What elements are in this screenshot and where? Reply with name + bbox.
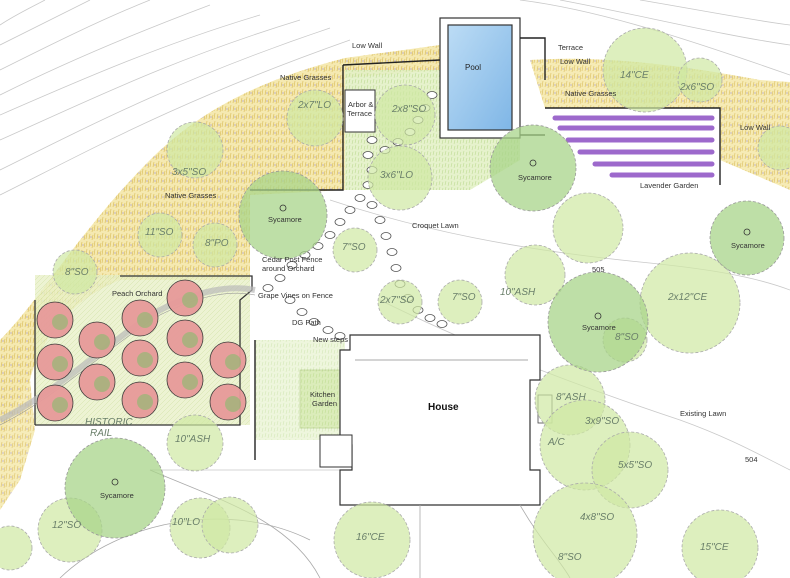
pool-label: Pool xyxy=(465,63,481,72)
historic-rail-label: HISTORIC xyxy=(85,417,133,428)
native-grasses-label: Native Grasses xyxy=(565,89,617,98)
tree-tag: 11"SO xyxy=(145,227,174,238)
tree-tag: 7"SO xyxy=(452,292,476,303)
sycamore-label: Sycamore xyxy=(518,173,552,182)
tree-tag: 4x8"SO xyxy=(580,512,614,523)
tree-tag: 12"SO xyxy=(52,520,81,531)
tree-tag: 8"SO xyxy=(615,332,639,343)
tree-tag: 10"ASH xyxy=(175,434,211,445)
tree-tag: 5x5"SO xyxy=(618,460,652,471)
tree-tag: 3x5"SO xyxy=(172,167,206,178)
tree-tag: 2x7"LO xyxy=(297,100,331,111)
sycamore-label: Sycamore xyxy=(268,215,302,224)
tree-tag: 8"ASH xyxy=(556,392,586,403)
tree-tag: 8"SO xyxy=(558,552,582,563)
tree-tag: 10"ASH xyxy=(500,287,536,298)
tree-tag: 2x6"SO xyxy=(679,82,714,93)
native-grasses-area-left xyxy=(0,380,35,510)
tree-tag: 8"SO xyxy=(65,267,89,278)
native-grasses-label: Native Grasses xyxy=(165,191,217,200)
tree-tag: 2x7"SO xyxy=(379,295,414,306)
house-porch xyxy=(319,434,353,468)
native-grasses-label: Native Grasses xyxy=(280,73,332,82)
tree-tag: 3x6"LO xyxy=(380,170,413,181)
house-label: House xyxy=(428,402,459,413)
low-wall-label: Low Wall xyxy=(352,41,382,50)
path-lawn-strip xyxy=(255,340,345,440)
arbor-terrace xyxy=(344,89,376,133)
tree-tag: 10"LO xyxy=(172,517,200,528)
tree-tag: 2x8"SO xyxy=(391,104,426,115)
dg-path-label: DG Path xyxy=(292,318,321,327)
historic-rail-label-2: RAIL xyxy=(90,428,112,439)
new-steps-label: New steps xyxy=(313,335,348,344)
sycamore-label: Sycamore xyxy=(731,241,765,250)
croquet-lawn-label: Croquet Lawn xyxy=(412,221,459,230)
tree-tag: 2x12"CE xyxy=(667,292,707,303)
tree-tag: 7"SO xyxy=(342,242,366,253)
tree-canopies xyxy=(0,27,790,578)
lavender-garden-label: Lavender Garden xyxy=(640,181,698,190)
orchard-trees xyxy=(36,279,247,422)
tree-trunk-markers xyxy=(111,159,751,486)
tree-tag: 14"CE xyxy=(620,70,649,81)
peach-orchard-label: Peach Orchard xyxy=(112,289,162,298)
low-wall-label: Low Wall xyxy=(740,123,770,132)
low-wall-label: Low Wall xyxy=(560,57,590,66)
kitchen-garden-label: Kitchen xyxy=(310,390,335,399)
tree-tag: 15"CE xyxy=(700,542,729,553)
terrace-label: Terrace xyxy=(558,43,583,52)
lavender-garden xyxy=(552,115,715,178)
cedar-fence-label: Cedar Post Fence xyxy=(262,255,322,264)
sycamore-label: Sycamore xyxy=(100,491,134,500)
grape-vines-label: Grape Vines on Fence xyxy=(258,291,333,300)
tree-tag: 3x9"SO xyxy=(585,416,619,427)
arbor-terrace-label: Terrace xyxy=(347,109,372,118)
cedar-fence-label-2: around Orchard xyxy=(262,264,315,273)
native-grasses-area-right xyxy=(530,58,790,190)
tree-tag: 8"PO xyxy=(205,238,229,249)
arbor-label: Arbor & xyxy=(348,100,373,109)
sycamore-label: Sycamore xyxy=(582,323,616,332)
ac-label: A/C xyxy=(547,437,565,448)
pool xyxy=(447,24,513,131)
tree-tag: 16"CE xyxy=(356,532,385,543)
sycamore-canopies xyxy=(64,124,785,539)
contour-label: 505 xyxy=(592,265,605,274)
existing-lawn-label: Existing Lawn xyxy=(680,409,726,418)
kitchen-garden-label-2: Garden xyxy=(312,399,337,408)
contour-label: 504 xyxy=(745,455,758,464)
house-footprint xyxy=(339,334,541,506)
